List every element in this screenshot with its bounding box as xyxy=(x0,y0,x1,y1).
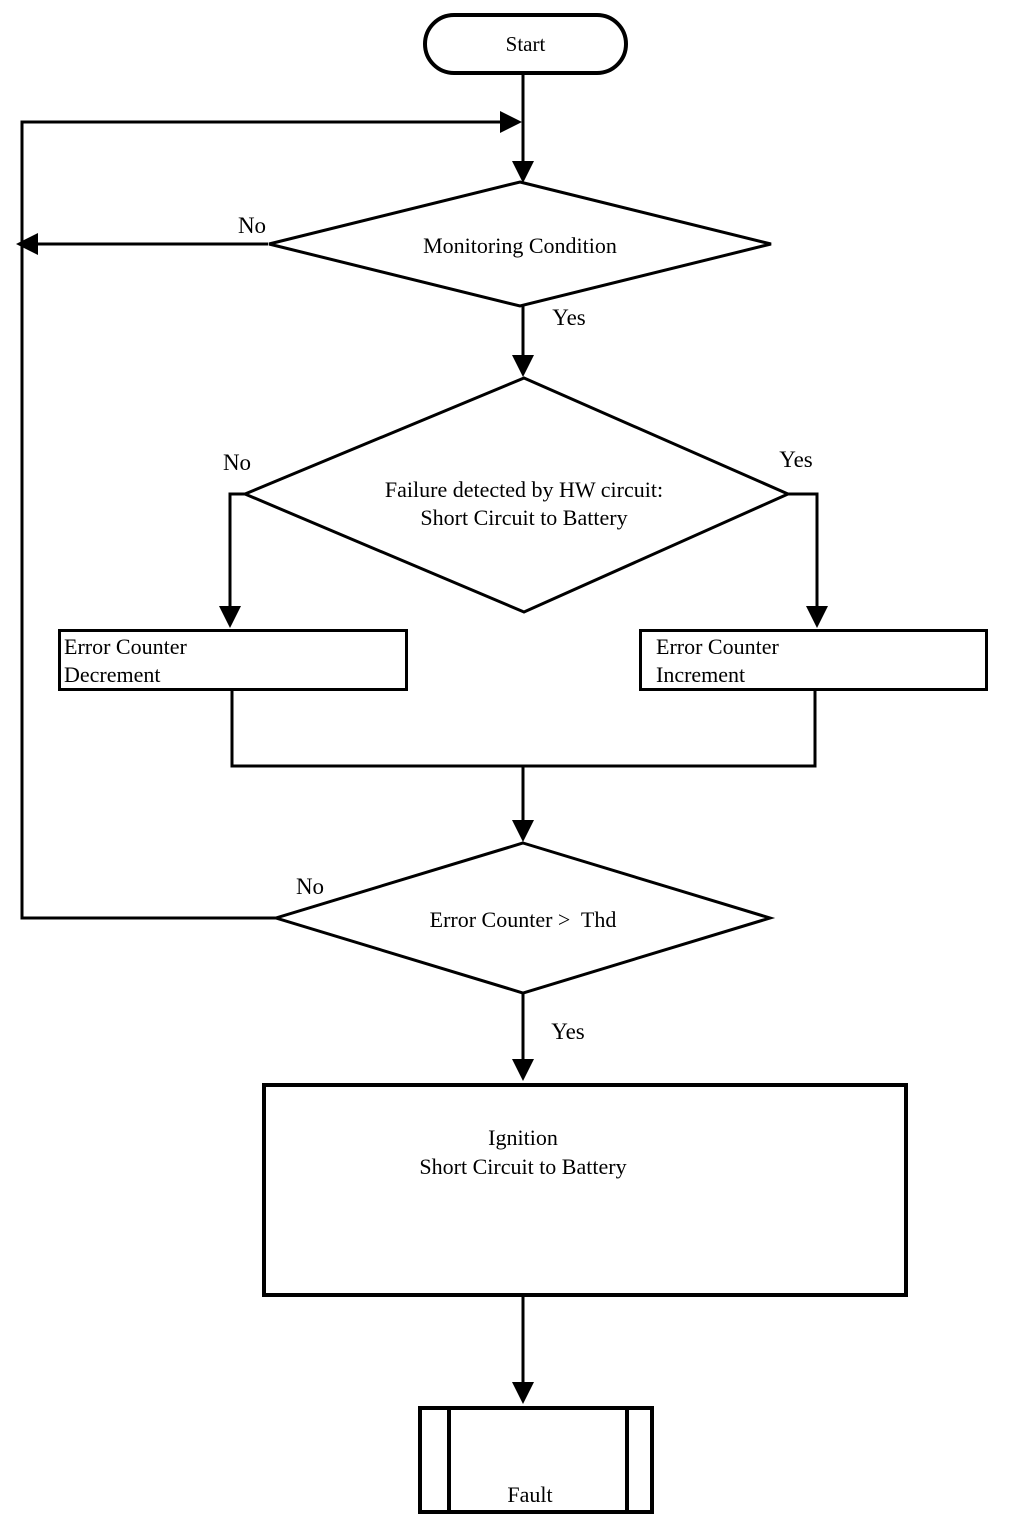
arrowhead-monitoring-no xyxy=(16,233,38,255)
node-increment: Error Counter Increment xyxy=(639,629,988,691)
edge-failure-yes xyxy=(788,492,819,612)
node-start: Start xyxy=(423,13,628,75)
node-ignition xyxy=(262,1083,908,1297)
edge-merge xyxy=(230,690,817,768)
node-monitoring-label: Monitoring Condition xyxy=(423,233,617,258)
edge-label-failure-yes: Yes xyxy=(779,447,813,472)
edge-label-threshold-yes: Yes xyxy=(551,1019,585,1044)
arrowhead-into-failure xyxy=(512,355,534,377)
node-ignition-label-line1: Ignition xyxy=(488,1125,558,1150)
node-fault-label-line1: Fault xyxy=(507,1482,553,1507)
edge-failure-no xyxy=(228,492,245,612)
node-monitoring-shape xyxy=(268,180,772,308)
arrowhead-into-decrement xyxy=(219,606,241,628)
arrowhead-loop-return xyxy=(500,111,522,133)
node-failure-label-line1: Failure detected by HW circuit: xyxy=(384,477,664,502)
edge-loop-return xyxy=(20,120,506,920)
node-decrement-label-line1: Error Counter xyxy=(64,634,187,659)
edge-label-monitoring-yes: Yes xyxy=(552,305,586,330)
arrowhead-into-ignition xyxy=(512,1059,534,1081)
node-failure-shape xyxy=(241,376,792,614)
node-start-label: Start xyxy=(505,31,546,56)
arrowhead-into-increment xyxy=(806,606,828,628)
predefined-process-right-bar xyxy=(625,1410,629,1510)
node-fault: Fault Processing xyxy=(418,1406,654,1514)
predefined-process-left-bar xyxy=(447,1410,451,1510)
arrowhead-into-fault xyxy=(512,1382,534,1404)
node-threshold-shape xyxy=(270,841,776,995)
arrowhead-into-threshold xyxy=(512,820,534,842)
node-failure-label-line2: Short Circuit to Battery xyxy=(420,505,628,530)
node-decrement: Error Counter Decrement xyxy=(58,629,408,691)
node-increment-label-line2: Increment xyxy=(656,662,746,687)
node-increment-label-line1: Error Counter xyxy=(656,634,779,659)
node-ignition-label-line2: Short Circuit to Battery xyxy=(419,1154,627,1179)
edge-label-failure-no: No xyxy=(222,450,252,475)
edge-label-threshold-no: No xyxy=(295,874,325,899)
edge-label-monitoring-no: No xyxy=(237,213,267,238)
node-threshold-label: Error Counter > Thd xyxy=(429,907,617,932)
arrowhead-into-monitoring xyxy=(512,161,534,183)
node-fault-label: Fault Processing xyxy=(410,1417,650,1528)
node-decrement-label-line2: Decrement xyxy=(64,662,161,687)
